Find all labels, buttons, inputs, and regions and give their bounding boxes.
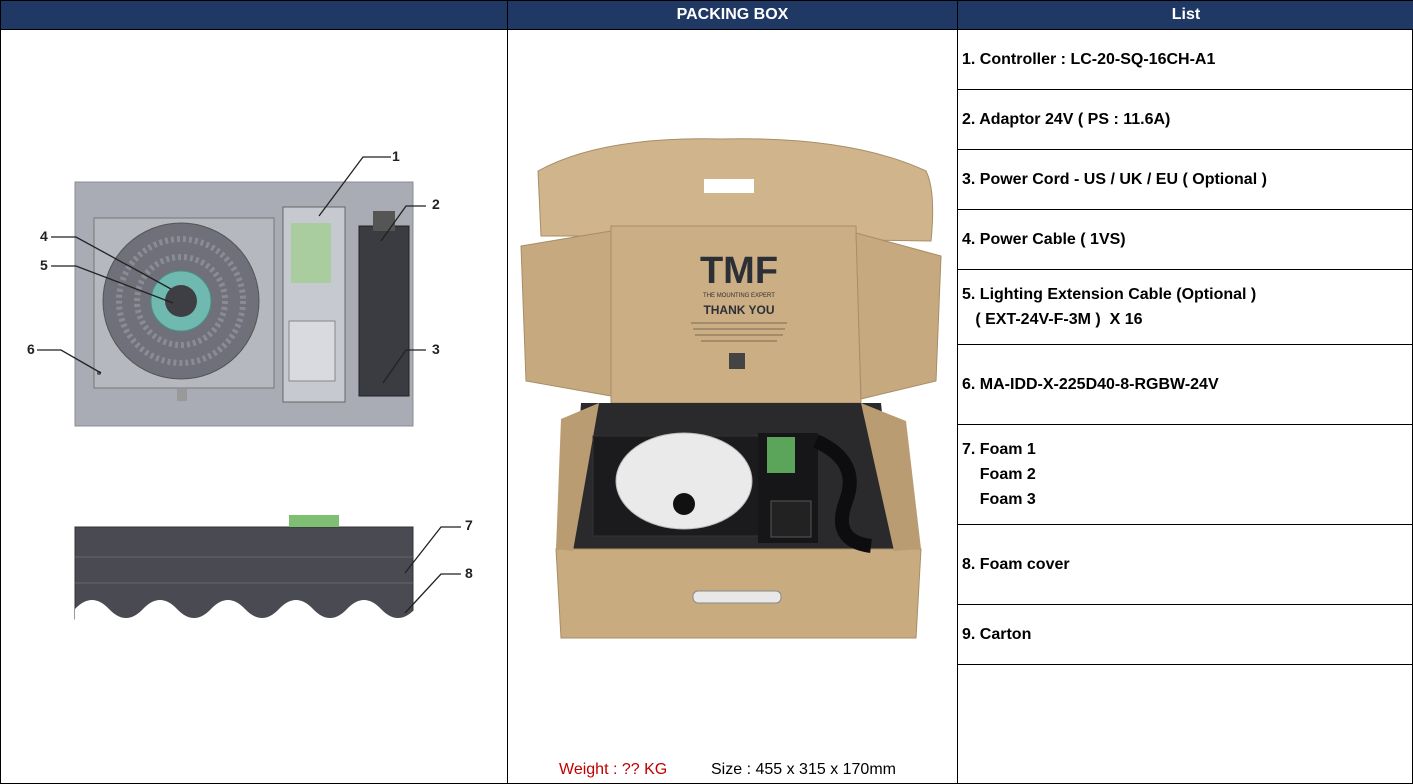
callout-6: 6 bbox=[27, 341, 35, 357]
callout-5: 5 bbox=[40, 257, 48, 273]
weight-text: Weight : ?? KG bbox=[559, 761, 668, 778]
list-item-line: Foam 2 bbox=[962, 466, 1036, 483]
list-item: 1. Controller : LC-20-SQ-16CH-A1 bbox=[958, 30, 1413, 90]
center-hole bbox=[165, 285, 197, 317]
callout-8: 8 bbox=[465, 565, 473, 581]
callout-1: 1 bbox=[392, 148, 400, 164]
diagram-column: 1 2 3 4 5 6 7 8 bbox=[1, 30, 508, 784]
packing-box-photo: TMF THE MOUNTING EXPERT THANK YOU bbox=[520, 138, 942, 639]
box-logo: TMF bbox=[700, 250, 778, 292]
list-item-line: 1. Controller : LC-20-SQ-16CH-A1 bbox=[962, 51, 1216, 68]
list-item: 6. MA-IDD-X-225D40-8-RGBW-24V bbox=[958, 345, 1413, 425]
list-item-line: 9. Carton bbox=[962, 626, 1032, 643]
box-thank-you: THANK YOU bbox=[703, 303, 774, 317]
list-item-line: Foam 3 bbox=[962, 491, 1036, 508]
list-item-line: ( EXT-24V-F-3M ) X 16 bbox=[962, 311, 1143, 328]
callout-3: 3 bbox=[432, 341, 440, 357]
header-diagram bbox=[1, 1, 508, 30]
header-packing-box: PACKING BOX bbox=[508, 1, 958, 30]
list-item: 7. Foam 1 Foam 2 Foam 3 bbox=[958, 425, 1413, 525]
callout-4: 4 bbox=[40, 228, 48, 244]
adaptor bbox=[358, 225, 410, 397]
list-item-line: 3. Power Cord - US / UK / EU ( Optional … bbox=[962, 171, 1267, 188]
list-item-line: 6. MA-IDD-X-225D40-8-RGBW-24V bbox=[962, 376, 1219, 393]
list-item-line: 4. Power Cable ( 1VS) bbox=[962, 231, 1126, 248]
list-item-line: 7. Foam 1 bbox=[962, 441, 1036, 458]
list-item-line: 8. Foam cover bbox=[962, 556, 1070, 573]
list-item-line: 5. Lighting Extension Cable (Optional ) bbox=[962, 286, 1257, 303]
list-item: 9. Carton bbox=[958, 605, 1413, 665]
list-item: 8. Foam cover bbox=[958, 525, 1413, 605]
list-item: 2. Adaptor 24V ( PS : 11.6A) bbox=[958, 90, 1413, 150]
light-dome-photo bbox=[615, 432, 753, 530]
layout-drawing bbox=[37, 156, 461, 641]
header-list: List bbox=[958, 1, 1413, 30]
list-column: 1. Controller : LC-20-SQ-16CH-A1 2. Adapt… bbox=[958, 30, 1413, 784]
callout-7: 7 bbox=[465, 517, 473, 533]
list-item: 5. Lighting Extension Cable (Optional ) … bbox=[958, 270, 1413, 345]
list-item-line: 2. Adaptor 24V ( PS : 11.6A) bbox=[962, 111, 1171, 128]
packing-box-column: TMF THE MOUNTING EXPERT THANK YOU Weight… bbox=[508, 30, 958, 784]
list-item: 4. Power Cable ( 1VS) bbox=[958, 210, 1413, 270]
callout-2: 2 bbox=[432, 196, 440, 212]
box-tagline: THE MOUNTING EXPERT bbox=[703, 293, 775, 299]
list-item: 3. Power Cord - US / UK / EU ( Optional … bbox=[958, 150, 1413, 210]
size-text: Size : 455 x 315 x 170mm bbox=[711, 761, 896, 778]
